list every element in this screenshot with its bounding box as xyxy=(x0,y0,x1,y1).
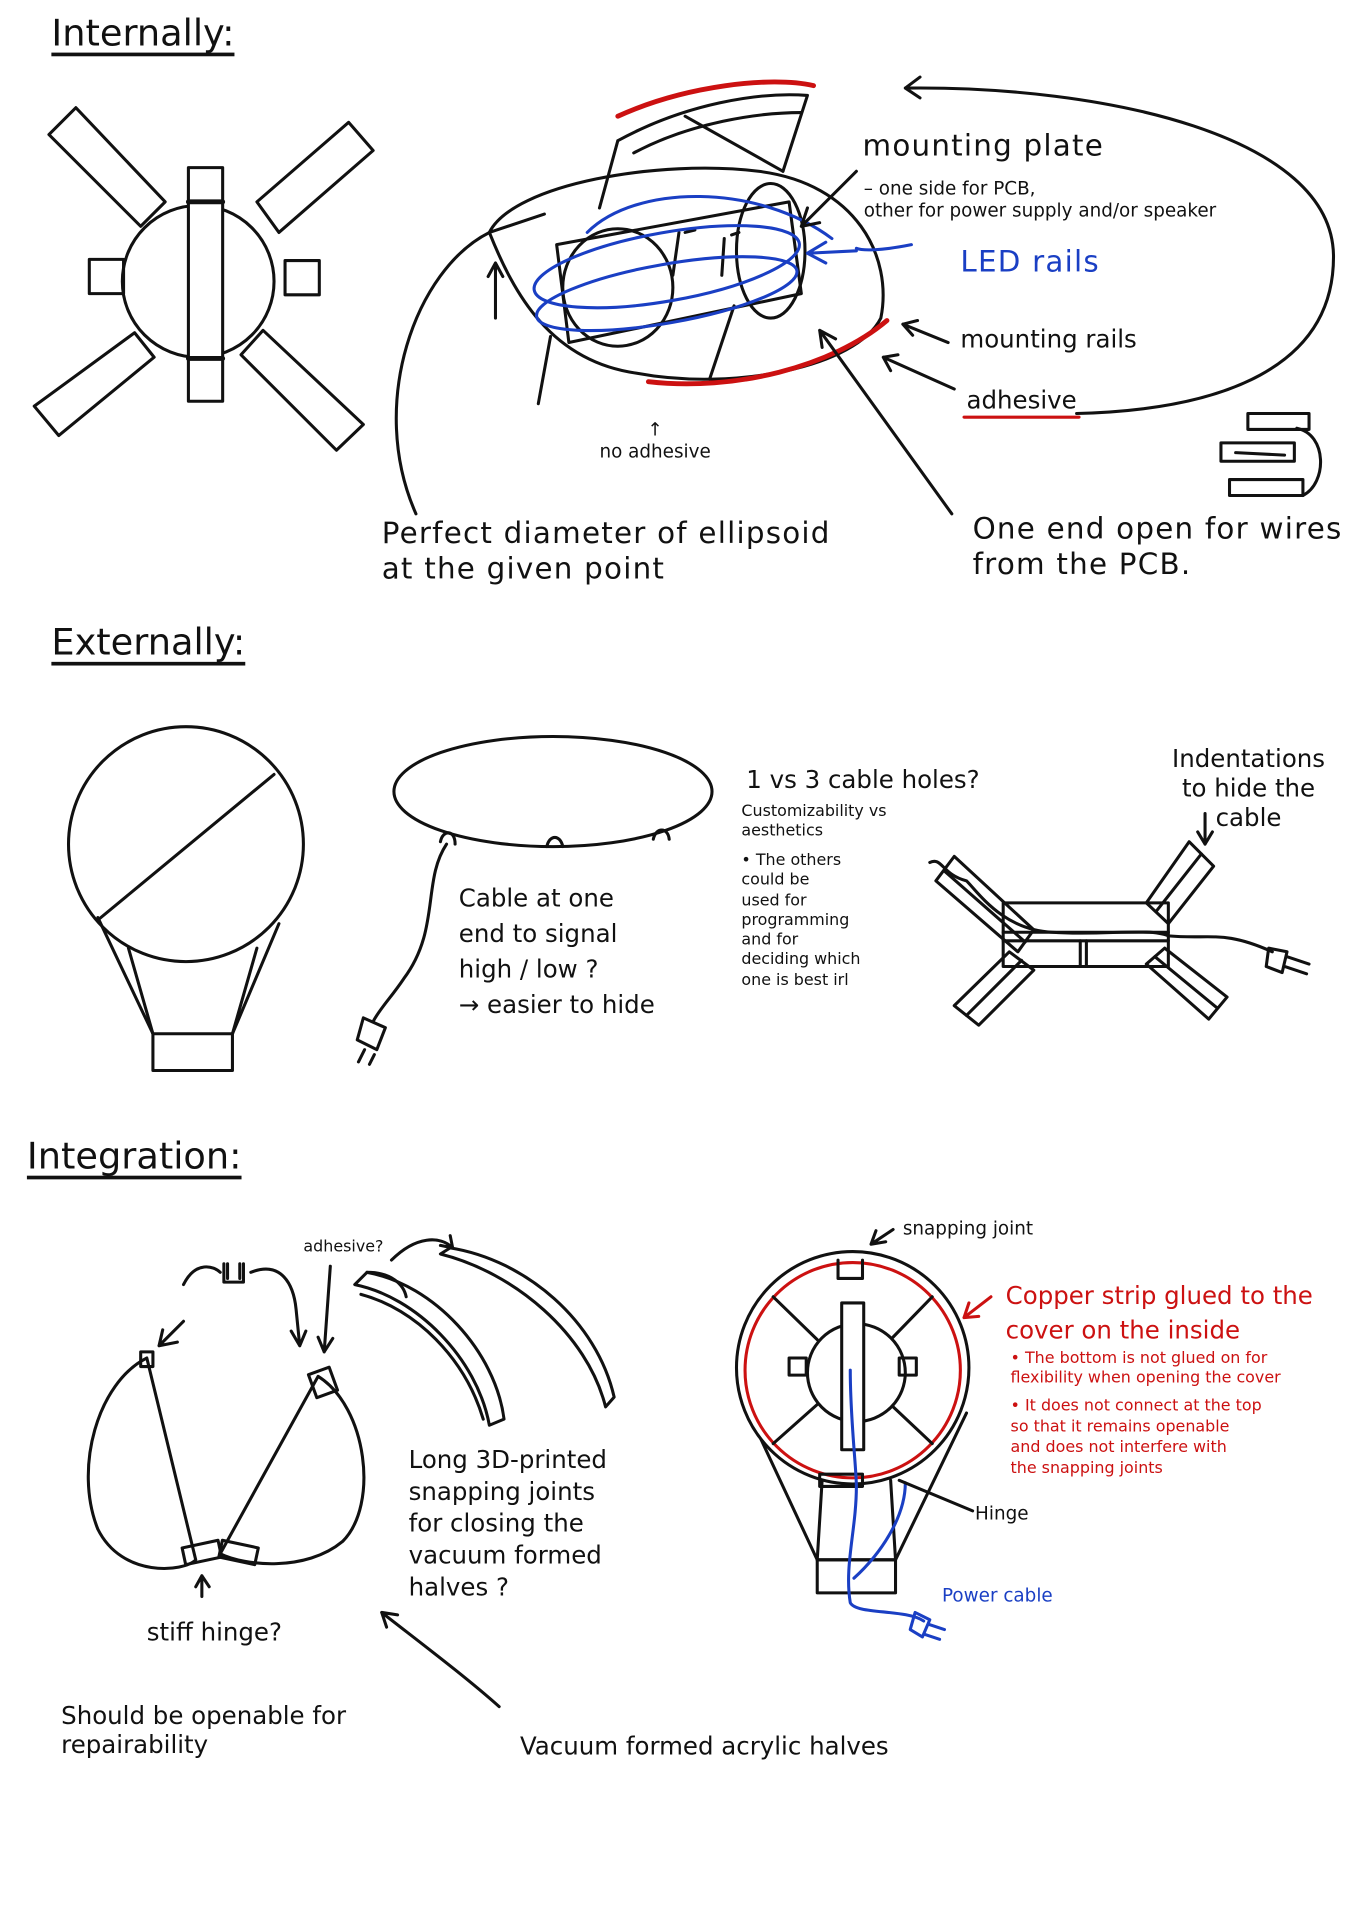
external-ellipse-view xyxy=(355,734,714,1066)
label-snapping-joint: snapping joint xyxy=(902,1217,1034,1240)
internal-perspective-view xyxy=(394,75,1336,516)
heading-externally: Externally: xyxy=(51,621,246,665)
label-mounting-plate: mounting plate xyxy=(862,128,1105,163)
external-base-view xyxy=(928,812,1311,1027)
integration-assembly xyxy=(734,1227,993,1641)
external-balloon-view xyxy=(66,725,305,1073)
internal-top-view xyxy=(32,106,375,452)
label-mounting-rails: mounting rails xyxy=(960,324,1137,354)
label-openable: Should be openable for repairability xyxy=(61,1700,347,1760)
label-one-end-open: One end open for wires from the PCB. xyxy=(972,511,1343,581)
integration-halves xyxy=(86,1234,501,1709)
label-cable-holes-title: 1 vs 3 cable holes? xyxy=(746,764,980,794)
label-hinge: Hinge xyxy=(975,1502,1029,1525)
label-led-rails: LED rails xyxy=(960,244,1100,279)
label-cable-holes-sub: Customizability vs aesthetics xyxy=(741,802,887,840)
label-indentations: Indentations to hide the cable xyxy=(1172,743,1326,832)
snapping-joint-strips xyxy=(353,1246,616,1427)
label-stiff-hinge: stiff hinge? xyxy=(146,1617,282,1647)
label-cable-note: Cable at one end to signal high / low ? … xyxy=(458,883,655,1020)
label-no-adhesive: ↑ no adhesive xyxy=(599,418,711,463)
label-perfect-diameter: Perfect diameter of ellipsoid at the giv… xyxy=(381,516,831,586)
label-cable-holes-bullet: • The others could be used for programmi… xyxy=(741,851,861,990)
wiring-sketch xyxy=(1219,411,1323,498)
label-copper-bullet-1: • The bottom is not glued on for flexibi… xyxy=(1010,1349,1281,1387)
label-adhesive: adhesive xyxy=(966,385,1077,415)
heading-integration: Integration: xyxy=(26,1135,242,1179)
label-power-cable: Power cable xyxy=(942,1584,1053,1607)
label-copper-bullet-2: • It does not connect at the top so that… xyxy=(1010,1397,1262,1478)
label-copper-strip: Copper strip glued to the cover on the i… xyxy=(1005,1280,1313,1345)
heading-internally: Internally: xyxy=(51,12,235,56)
label-adhesive-question: adhesive? xyxy=(303,1238,384,1257)
label-mounting-plate-note: – one side for PCB, other for power supp… xyxy=(863,177,1217,222)
label-vacuum-halves: Vacuum formed acrylic halves xyxy=(519,1731,889,1761)
label-long-snapping-joints: Long 3D-printed snapping joints for clos… xyxy=(408,1444,607,1602)
